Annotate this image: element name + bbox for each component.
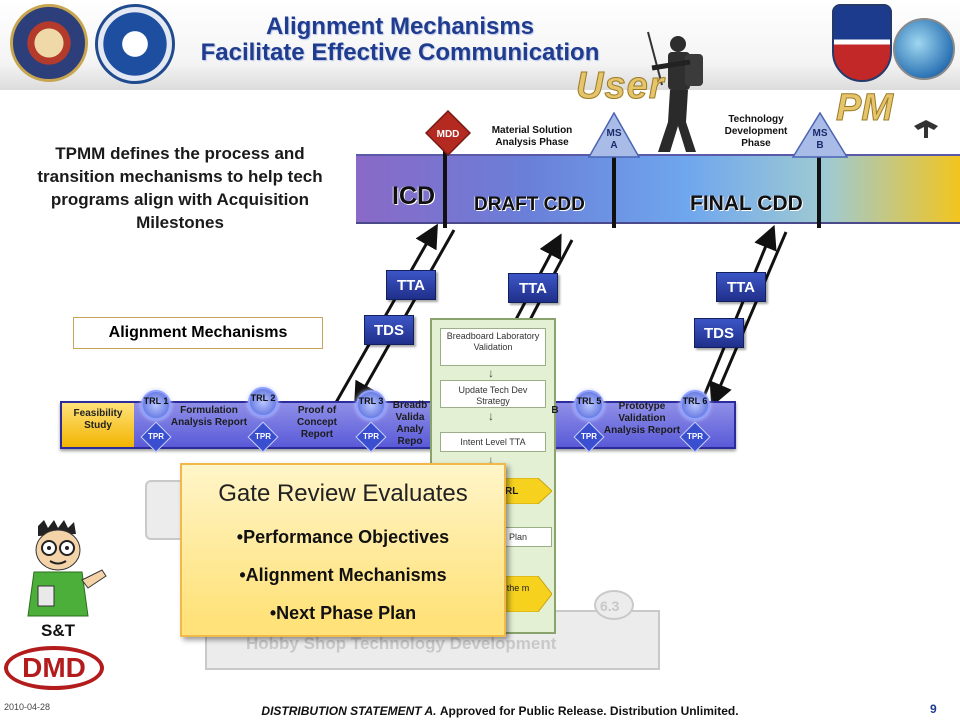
page-number: 9 (930, 702, 937, 716)
flow-fragment-rl: RL (505, 486, 519, 497)
distribution-label: DISTRIBUTION STATEMENT A. (261, 704, 437, 718)
mdd-label: MDD (437, 129, 460, 140)
stage-formulation-analysis: Formulation Analysis Report (170, 405, 248, 428)
icd-label: ICD (392, 182, 436, 210)
gate-item-performance-objectives: •Performance Objectives (236, 527, 450, 547)
title-line-1: Alignment Mechanisms (265, 13, 535, 40)
stage-breadboard-partial: Breadb Valida Analy Repo (392, 400, 428, 447)
ms-b-label-1: MS (813, 128, 828, 139)
final-cdd-label: FINAL CDD (690, 192, 803, 215)
trl-3-badge: TRL 3 (356, 390, 386, 420)
flow-arrow-2-icon: ↓ (488, 409, 494, 423)
eagle-rank-insignia-icon (914, 120, 938, 138)
draft-cdd-label: DRAFT CDD (474, 194, 585, 215)
phase-material-solution-analysis: Material Solution Analysis Phase (491, 125, 573, 148)
soldier-icon (647, 31, 703, 152)
gate-review-callout (180, 463, 506, 637)
hobby-shop-label: Hobby Shop Technology Development (246, 634, 557, 653)
user-label: User (576, 65, 665, 107)
arrow-down-1 (354, 229, 456, 407)
flow-box-update-strategy: Update Tech Dev Strategy (440, 380, 546, 408)
flow-tab-right: B (551, 405, 559, 416)
flow-box-breadboard: Breadboard Laboratory Validation (440, 328, 546, 366)
phase-technology-development: Technology Development Phase (724, 114, 788, 149)
flow-box-intent-tta: Intent Level TTA (440, 432, 546, 452)
milestone-timeline-bar (356, 154, 960, 224)
faded-shape-left (145, 480, 185, 540)
dau-seal-logo (95, 4, 175, 84)
tds-tag-1: TDS (364, 315, 414, 345)
pm-label: PM (836, 87, 894, 129)
trl-5-badge: TRL 5 (574, 390, 604, 420)
stage-prototype-validation: Prototype Validation Analysis Report (603, 401, 681, 436)
ms-a-label-1: MS (607, 128, 622, 139)
gate-item-next-phase-plan: •Next Phase Plan (269, 603, 417, 623)
tds-tag-2: TDS (694, 318, 744, 348)
dmd-logo: DMD (4, 646, 104, 690)
gate-item-alignment-mechanisms: •Alignment Mechanisms (239, 565, 447, 585)
footer-date: 2010-04-28 (4, 702, 51, 712)
faded-circle-63 (594, 590, 634, 620)
tta-tag-1: TTA (386, 270, 436, 300)
arrow-down-3 (709, 231, 788, 408)
flow-box-plan: Plan (504, 527, 552, 547)
st-scientist-character-icon: S&T (27, 520, 107, 640)
distribution-statement: DISTRIBUTION STATEMENT A. Approved for P… (180, 704, 820, 718)
trl-2-badge: TRL 2 (248, 387, 278, 417)
gate-review-title: Gate Review Evaluates (218, 480, 468, 507)
ms-b-milestone-triangle: MS B (792, 112, 848, 158)
mdd-milestone-diamond: MDD (425, 110, 471, 156)
page-title: Alignment Mechanisms Facilitate Effectiv… (185, 14, 615, 66)
title-line-2: Facilitate Effective Communication (200, 39, 600, 66)
dtra-seal-logo (10, 4, 88, 82)
stage-proof-of-concept: Proof of Concept Report (297, 405, 337, 440)
trl-6-badge: TRL 6 (680, 390, 710, 420)
army-shield-logo (832, 4, 892, 82)
alignment-mechanisms-box: Alignment Mechanisms (73, 317, 323, 349)
stage-feasibility-study: Feasibility Study (62, 403, 134, 447)
trl-1-badge: TRL 1 (141, 390, 171, 420)
ms-b-label-2: B (816, 140, 823, 151)
distribution-text: Approved for Public Release. Distributio… (439, 704, 739, 718)
tta-tag-3: TTA (716, 272, 766, 302)
tag-63-label: 6.3 (600, 598, 620, 614)
tta-tag-2: TTA (508, 273, 558, 303)
ms-a-line (612, 152, 616, 228)
tpr-label-1: TPR (148, 432, 164, 441)
tpr-label-2: TPR (255, 432, 271, 441)
tpr-label-5: TPR (581, 432, 597, 441)
mdd-line (443, 150, 447, 228)
tpr-label-6: TPR (687, 432, 703, 441)
tech-maturity-track (60, 401, 736, 449)
tpr-label-3: TPR (363, 432, 379, 441)
ms-b-line (817, 152, 821, 228)
flow-arrow-3-icon: ↓ (488, 453, 494, 467)
ms-a-label-2: A (610, 140, 617, 151)
st-label: S&T (41, 621, 76, 640)
eagle-globe-logo (893, 18, 955, 80)
intro-text: TPMM defines the process and transition … (37, 144, 323, 232)
ms-a-milestone-triangle: MS A (588, 112, 640, 158)
flow-arrow-1-icon: ↓ (488, 366, 494, 380)
flow-fragment-the-m: the m (506, 583, 530, 593)
